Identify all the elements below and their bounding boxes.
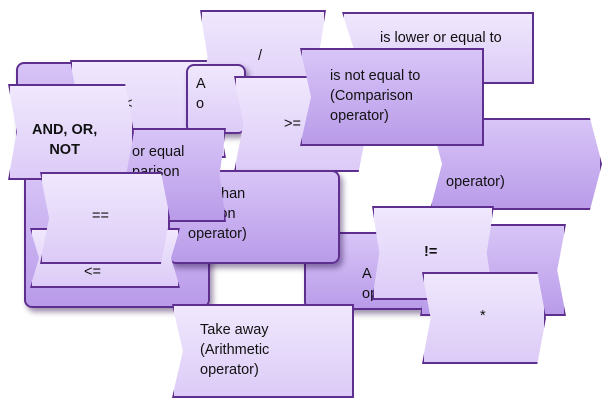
- card-greater-or-equal-label: >=: [284, 116, 301, 132]
- card-not-equal-label: !=: [424, 244, 438, 260]
- card-and-or-not[interactable]: AND, OR, NOT: [8, 84, 134, 180]
- card-multiply[interactable]: *: [422, 272, 546, 364]
- card-and-or-not-label: AND, OR, NOT: [32, 122, 98, 158]
- card-lower-or-equal-symbol-label: <=: [84, 264, 101, 280]
- card-is-not-equal-to-label: is not equal to (Comparison operator): [330, 68, 421, 124]
- card-divide-label: /: [258, 48, 263, 64]
- card-multiply-label: *: [480, 308, 486, 324]
- card-comparison-operator-label: operator): [446, 174, 505, 190]
- card-arithmetic-a[interactable]: A o: [186, 64, 246, 134]
- card-is-lower-or-equal-to-label: is lower or equal to: [380, 30, 502, 46]
- card-double-equal-label: ==: [92, 208, 109, 224]
- card-double-equal[interactable]: ==: [40, 172, 170, 264]
- card-is-not-equal-to[interactable]: is not equal to (Comparison operator): [300, 48, 484, 146]
- card-arithmetic-a-label: A o: [196, 76, 206, 112]
- card-take-away[interactable]: Take away (Arithmetic operator): [172, 304, 354, 398]
- card-take-away-label: Take away (Arithmetic operator): [200, 322, 270, 378]
